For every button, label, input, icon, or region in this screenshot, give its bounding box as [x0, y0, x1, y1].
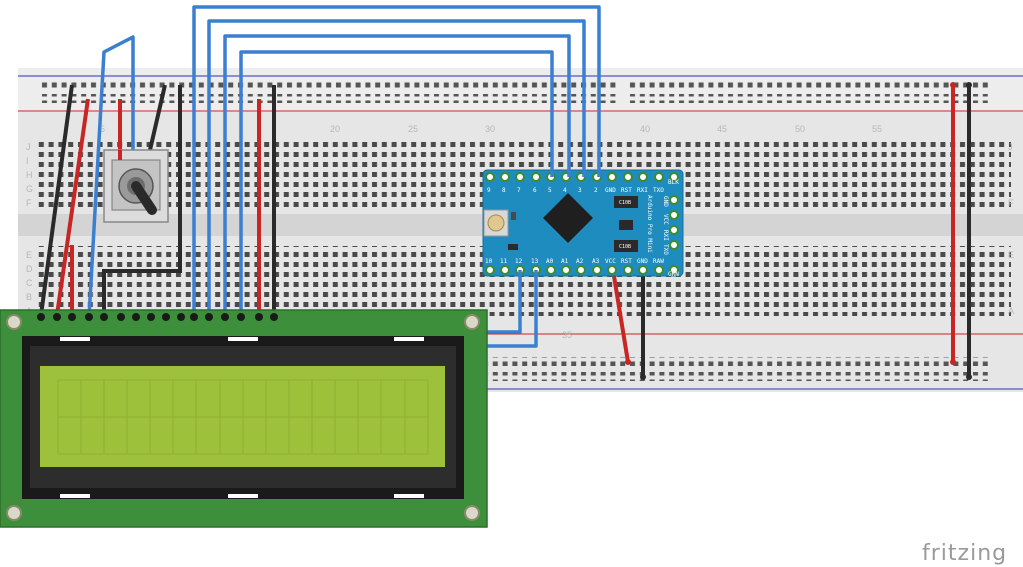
pin-label: GND	[605, 187, 616, 194]
pin-label: 11	[500, 258, 508, 265]
side-label: TXO	[662, 244, 669, 255]
column-number: 40	[640, 124, 650, 134]
rail-jumpers	[611, 82, 972, 380]
pin-label: GRN	[668, 271, 679, 278]
row-letter-d: D	[26, 264, 33, 274]
arduino-pro-mini: 9 8 7 6 5 4 3 2 GND RST RXI TXO BLK	[482, 169, 684, 278]
pin-label: BLK	[668, 179, 679, 186]
pin-label: TXO	[653, 187, 664, 194]
pin-label: RXI	[637, 187, 648, 194]
mcu-chip	[543, 193, 593, 243]
lcd-pin-header	[37, 313, 278, 321]
crystal-label: C10B	[619, 244, 631, 250]
pin-label: GND	[637, 258, 648, 265]
pin-label: 6	[533, 187, 537, 194]
pin-label: 3	[578, 187, 582, 194]
pin-label: 2	[594, 187, 598, 194]
crystal-label: C10B	[619, 200, 631, 206]
row-letter-f-right: F	[1008, 198, 1014, 208]
row-letter-h: H	[26, 170, 33, 180]
pin-label: A0	[546, 258, 554, 265]
column-number: 30	[485, 124, 495, 134]
column-number: 50	[795, 124, 805, 134]
pin-label: A3	[592, 258, 600, 265]
pin-label: A2	[576, 258, 584, 265]
side-label: GND	[662, 196, 669, 207]
pin-label: RST	[621, 187, 632, 194]
row-letter-e-right: E	[1008, 250, 1014, 260]
pin-label: 4	[563, 187, 567, 194]
side-pin-labels: GND VCC RXI TXO	[662, 196, 669, 255]
row-letter-b: B	[26, 292, 32, 302]
lcd-display	[0, 309, 488, 528]
pin-label: 10	[485, 258, 493, 265]
row-letter-i: I	[26, 156, 29, 166]
pin-label: 13	[531, 258, 539, 265]
row-letter-a-right: A	[1008, 306, 1014, 316]
row-letter-g: G	[26, 184, 33, 194]
column-number: 55	[872, 124, 882, 134]
row-letter-c: C	[26, 278, 33, 288]
bottom-pin-row: 10 11 12 13 A0 A1 A2 A3 VCC RST GND RAW …	[485, 258, 679, 278]
pin-label: VCC	[605, 258, 616, 265]
pin-label: 12	[515, 258, 523, 265]
row-letter-f: F	[26, 198, 32, 208]
pin-label: A1	[561, 258, 569, 265]
pin-label: 5	[548, 187, 552, 194]
pin-label: 8	[502, 187, 506, 194]
pin-label: 9	[487, 187, 491, 194]
row-letter-j-right: J	[1008, 142, 1013, 152]
column-number: 45	[717, 124, 727, 134]
side-label: RXI	[662, 230, 669, 241]
row-letter-e: E	[26, 250, 32, 260]
pin-label: 7	[517, 187, 521, 194]
side-label: VCC	[662, 214, 669, 225]
pin-label: RST	[621, 258, 632, 265]
row-letter-j: J	[26, 142, 31, 152]
column-number: 25	[408, 124, 418, 134]
column-number: 35	[562, 330, 572, 340]
power-wires	[39, 84, 276, 316]
column-number: 5	[100, 124, 105, 134]
fritzing-logo: fritzing	[922, 541, 1007, 566]
board-name: Arduino Pro Mini	[646, 195, 653, 253]
pin-label: RAW	[653, 258, 664, 265]
column-number: 20	[330, 124, 340, 134]
potentiometer	[103, 149, 169, 223]
